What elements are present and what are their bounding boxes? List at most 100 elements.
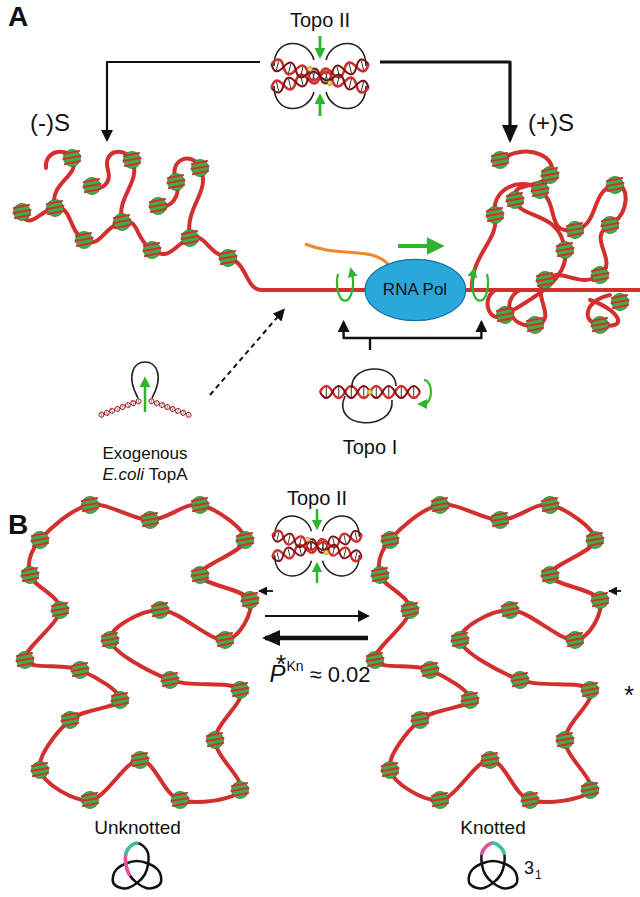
label-block: RNA Pol (364, 258, 467, 322)
nucleosome (82, 497, 99, 514)
dna-fibre (472, 184, 626, 326)
nucleosome (237, 532, 254, 549)
nucleosome (192, 497, 209, 514)
nucleosome (242, 592, 259, 609)
nucleosome (612, 294, 629, 311)
nucleosome (142, 512, 159, 529)
panel-letter: A (8, 0, 640, 34)
strand-passage-arrow (144, 384, 147, 412)
nucleosome (32, 762, 49, 779)
node-label: E.coli (102, 465, 144, 484)
node-label: Topo I (343, 436, 397, 458)
nucleosome (84, 178, 101, 195)
label-block: Knotted (368, 816, 618, 840)
transcription-direction (398, 244, 432, 248)
nucleosome (487, 207, 504, 224)
connector (265, 616, 368, 617)
nucleosome (168, 174, 185, 191)
node-label: Topo II (287, 487, 347, 509)
rotation-arrow (424, 380, 431, 404)
enzyme-outline (343, 369, 396, 423)
knot-diagram (113, 843, 162, 888)
leader-arrow (609, 590, 621, 592)
connector (210, 310, 284, 395)
dna-fibre (488, 152, 566, 318)
connector-line (380, 62, 510, 140)
nucleosome (217, 632, 234, 649)
chromatin-loop (367, 497, 609, 809)
nucleosome (162, 672, 179, 689)
polymerase-body (365, 259, 466, 320)
nucleosome (124, 152, 141, 169)
formula-part: 3 (524, 858, 534, 878)
nucleosome (152, 602, 169, 619)
connector (380, 62, 510, 140)
text-line: (-)S (30, 108, 70, 138)
label-block: Topo II (260, 8, 380, 33)
connector-line (265, 636, 368, 641)
nucleosome (232, 682, 249, 699)
enzyme-figure: Topo II (262, 486, 372, 580)
nucleosome (192, 567, 209, 584)
nucleosome (22, 567, 39, 584)
nucleosome (72, 662, 89, 679)
text-line: Exogenous (80, 443, 210, 464)
nucleosome (172, 792, 189, 809)
nucleosome (207, 732, 224, 749)
nucleosome (497, 307, 514, 324)
nucleosome (607, 177, 624, 194)
connector (344, 322, 482, 350)
nucleosome (602, 217, 619, 234)
connector-line (265, 615, 368, 617)
label-block: (+)S (528, 108, 574, 138)
node-label: TopA (149, 465, 188, 484)
nucleosome (527, 317, 544, 334)
nucleosome (192, 160, 209, 177)
asterisk-marker: * (624, 680, 640, 711)
polymerase-ellipse: RNA Pol (364, 258, 467, 322)
leader-arrow (259, 590, 273, 592)
knot-highlight (125, 853, 129, 874)
nucleosome (592, 267, 609, 284)
label-block: Topo I (305, 435, 435, 460)
text-line: Unknotted (10, 816, 265, 840)
topo2-enzyme (271, 509, 363, 583)
rotation-arrow (472, 274, 488, 301)
formula-part: 1 (535, 868, 542, 882)
nucleosome (557, 242, 574, 259)
label-block: Topo II (262, 486, 372, 511)
nucleosome (62, 712, 79, 729)
text-line: Topo II (260, 8, 380, 33)
enzyme-figure: Topo I (305, 350, 435, 460)
connector (265, 638, 368, 639)
formula-label: 31 (524, 858, 542, 880)
text-line: Knotted (368, 816, 618, 840)
supercoil-domain: (-)S (12, 140, 267, 275)
nucleosome (64, 150, 81, 167)
connector (107, 62, 260, 140)
text-line: (+)S (528, 108, 574, 138)
dna-helix (148, 398, 192, 418)
dna-helix (320, 386, 420, 398)
node-label: Exogenous (102, 444, 187, 463)
nucleosome (112, 692, 129, 709)
connector-line (369, 338, 371, 350)
chromatin-loop (17, 497, 259, 809)
enzyme-figure: ExogenousE.coli TopA (80, 370, 210, 485)
dna-fibre (25, 505, 251, 802)
nucleosome (542, 167, 559, 184)
knot-highlight (126, 843, 137, 853)
chromatin-state: Knotted (368, 500, 618, 840)
text-line: Topo II (262, 486, 372, 511)
nucleosomes (14, 150, 237, 267)
label-block: Unknotted (10, 816, 265, 840)
nucleosome (14, 204, 31, 221)
nucleosome (114, 214, 131, 231)
topo2-enzyme (270, 36, 370, 116)
rna-transcript (305, 244, 388, 264)
nucleosome (52, 602, 69, 619)
rotation-arrow (337, 274, 353, 301)
label-block: (-)S (30, 108, 70, 138)
label-block: ExogenousE.coli TopA (80, 443, 210, 486)
